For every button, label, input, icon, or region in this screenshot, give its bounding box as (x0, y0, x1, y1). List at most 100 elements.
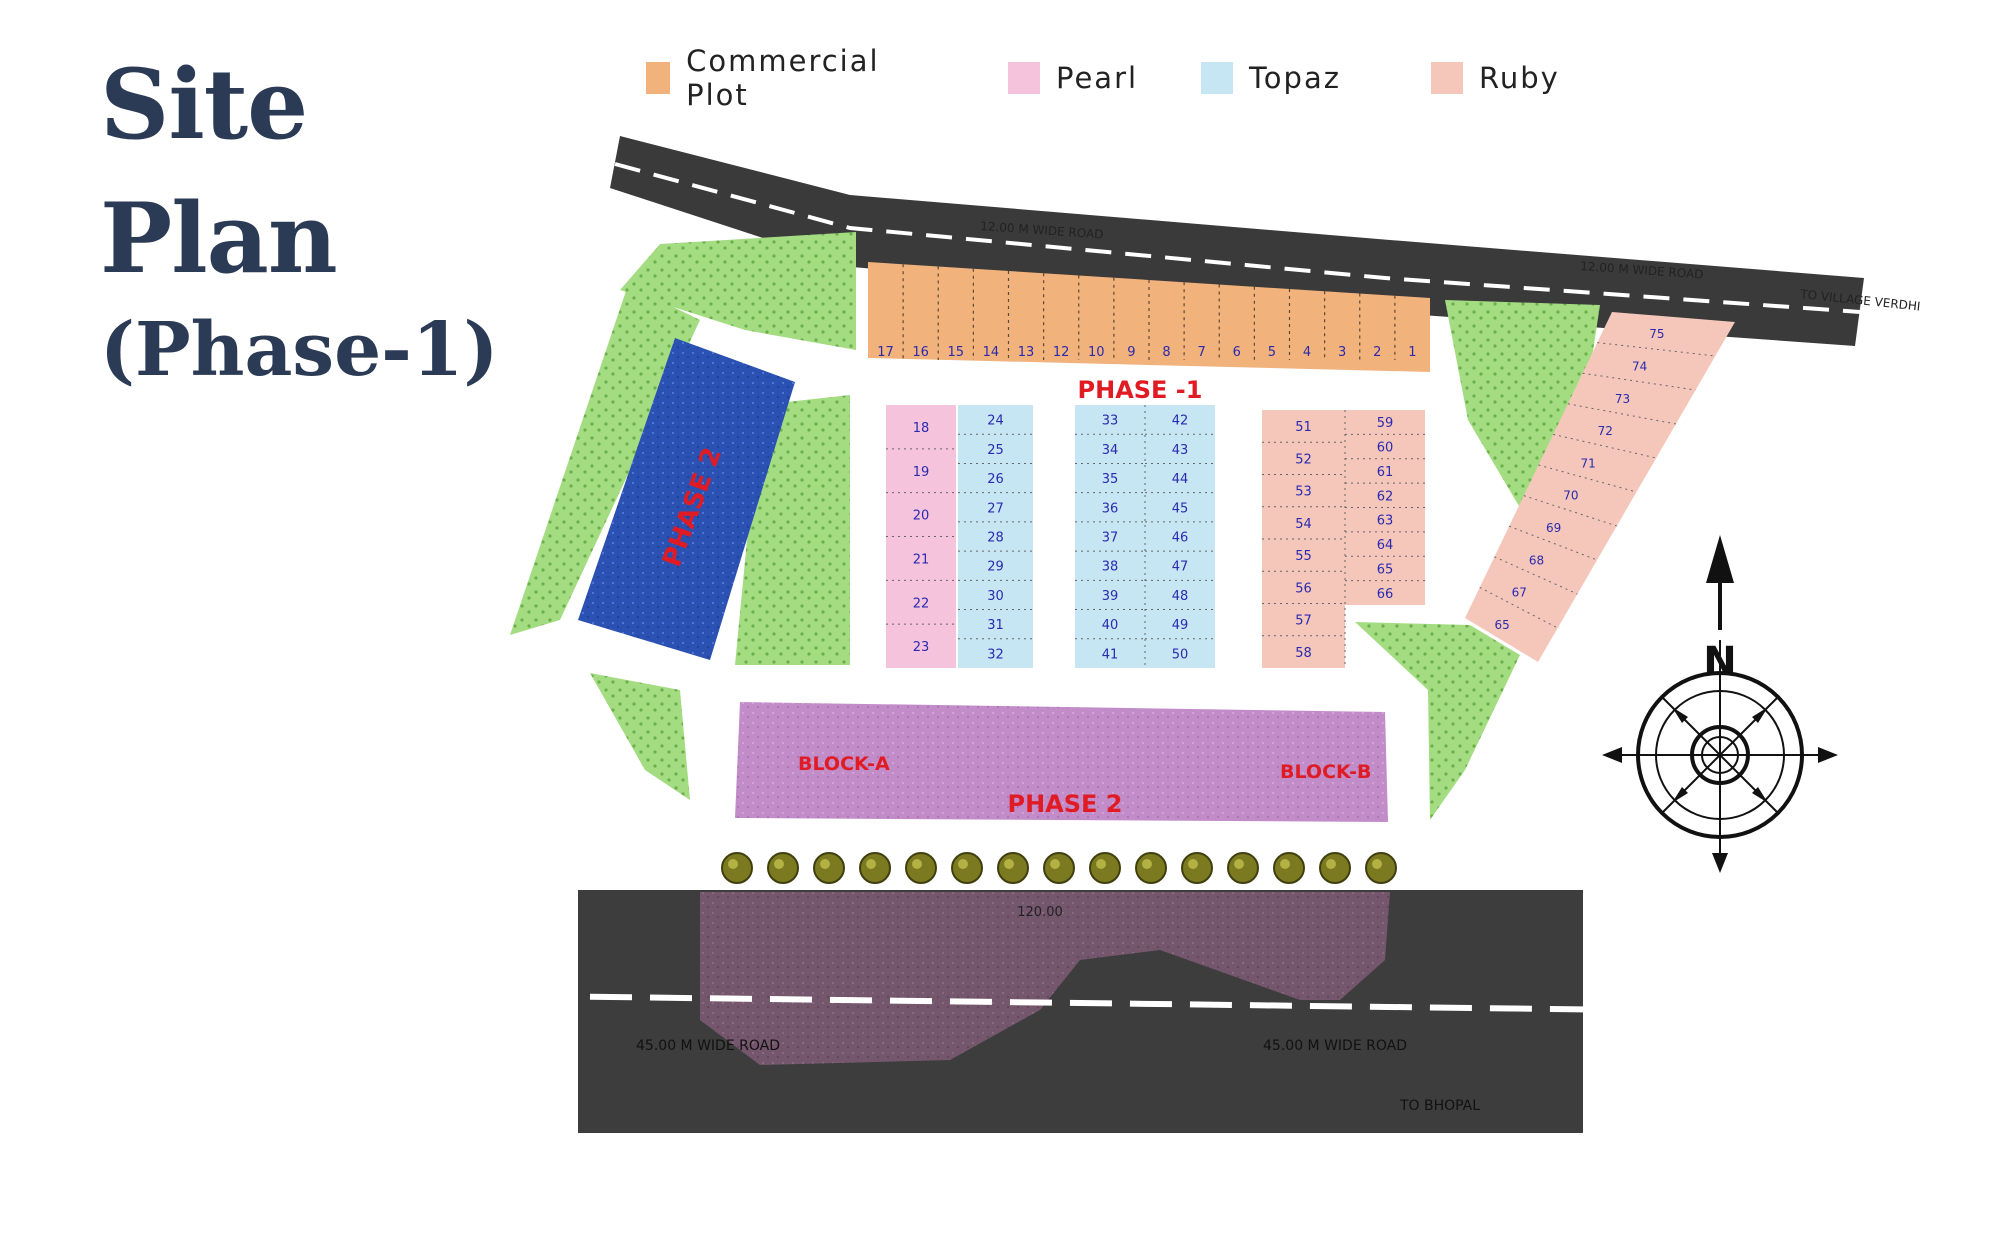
plot-number: 39 (1102, 589, 1119, 604)
plot-number: 16 (912, 345, 929, 360)
legend-label-pearl: Pearl (1056, 61, 1139, 95)
plot-number: 75 (1649, 327, 1664, 341)
legend-label-topaz: Topaz (1249, 61, 1341, 95)
plot-number: 1 (1408, 345, 1416, 360)
tree-highlight (1326, 859, 1336, 869)
plot-number: 17 (877, 345, 894, 360)
plot-number: 58 (1295, 646, 1312, 661)
plot-number: 53 (1295, 485, 1312, 500)
tree-highlight (820, 859, 830, 869)
legend-label-ruby: Ruby (1479, 61, 1560, 95)
tree-icon (997, 852, 1029, 884)
legend-item-commercial: Commercial Plot (646, 44, 887, 112)
plot-number: 57 (1295, 614, 1312, 629)
plot-divider (1508, 525, 1598, 561)
plot-number: 8 (1162, 345, 1170, 360)
plot-number: 23 (913, 640, 930, 655)
tree-highlight (1050, 859, 1060, 869)
tree-icon (1181, 852, 1213, 884)
plot-number: 20 (913, 509, 930, 524)
plot-number: 43 (1172, 443, 1189, 458)
plot-number: 65 (1377, 562, 1394, 577)
plot-number: 45 (1172, 501, 1189, 516)
tree-highlight (1142, 859, 1152, 869)
plot-number: 19 (913, 465, 930, 480)
plot-number: 13 (1018, 345, 1035, 360)
tree-icon (1135, 852, 1167, 884)
plot-number: 5 (1268, 345, 1276, 360)
tree-icon (813, 852, 845, 884)
tree-highlight (728, 859, 738, 869)
title-line-phase: (Phase-1) (100, 307, 499, 393)
bottom-road: 120.00 45.00 M WIDE ROAD 45.00 M WIDE RO… (529, 890, 1629, 1133)
plot-number: 32 (987, 647, 1004, 662)
legend-item-pearl: Pearl (1008, 58, 1138, 98)
plot-number: 37 (1102, 531, 1119, 546)
legend-item-topaz: Topaz (1201, 58, 1341, 98)
plot-divider (1597, 342, 1716, 357)
tree-icon (1365, 852, 1397, 884)
block-a-label: BLOCK-A (798, 753, 890, 775)
plot-number: 14 (983, 345, 1000, 360)
plot-number: 30 (987, 589, 1004, 604)
plot-number: 69 (1546, 521, 1561, 535)
title-line-plan: Plan (100, 182, 338, 295)
plot-number: 41 (1102, 647, 1119, 662)
tree-highlight (1188, 859, 1198, 869)
legend-swatch-topaz (1201, 62, 1233, 94)
tree-icon (1319, 852, 1351, 884)
plot-divider (1538, 464, 1637, 493)
plot-number: 42 (1172, 414, 1189, 429)
plot-number: 18 (913, 421, 930, 436)
plot-number: 73 (1615, 392, 1630, 406)
plot-number: 55 (1295, 549, 1312, 564)
bottom-road-label-right: 45.00 M WIDE ROAD (1263, 1038, 1407, 1054)
bottom-road-label-left: 45.00 M WIDE ROAD (636, 1038, 780, 1054)
legend-swatch-ruby (1431, 62, 1463, 94)
plot-number: 21 (913, 552, 930, 567)
top-road (610, 136, 1864, 346)
plot-number: 28 (987, 531, 1004, 546)
plot-divider (1567, 403, 1676, 425)
block-b-label: BLOCK-B (1280, 761, 1371, 783)
tree-icon (1043, 852, 1075, 884)
plot-number: 31 (987, 618, 1004, 633)
plot-number: 68 (1529, 553, 1544, 567)
plot-number: 50 (1172, 647, 1189, 662)
tree-icon (1227, 852, 1259, 884)
plot-divider (1582, 372, 1696, 391)
plot-number: 10 (1088, 345, 1105, 360)
plot-number: 33 (1102, 414, 1119, 429)
tree-icon (859, 852, 891, 884)
tree-highlight (1372, 859, 1382, 869)
plot-divider (1479, 586, 1558, 629)
legend-item-ruby: Ruby (1431, 58, 1560, 98)
plot-number: 56 (1295, 581, 1312, 596)
plot-number: 52 (1295, 452, 1312, 467)
purple-block: BLOCK-A BLOCK-B PHASE 2 (735, 702, 1388, 822)
plot-number: 9 (1127, 345, 1135, 360)
plot-number: 40 (1102, 618, 1119, 633)
plot-number: 35 (1102, 472, 1119, 487)
plot-number: 25 (987, 443, 1004, 458)
title-line-site: Site (100, 48, 308, 161)
plot-number: 6 (1233, 345, 1241, 360)
plot-number: 44 (1172, 472, 1189, 487)
plot-number: 34 (1102, 443, 1119, 458)
plot-number: 67 (1512, 586, 1527, 600)
plot-number: 60 (1377, 441, 1394, 456)
plot-number: 65 (1494, 618, 1509, 632)
tree-highlight (1280, 859, 1290, 869)
plot-number: 47 (1172, 560, 1189, 575)
plot-number: 48 (1172, 589, 1189, 604)
to-bhopal-label: TO BHOPAL (1399, 1098, 1480, 1114)
tree-icon (767, 852, 799, 884)
plot-number: 26 (987, 472, 1004, 487)
plot-number: 66 (1377, 587, 1394, 602)
tree-icon (951, 852, 983, 884)
